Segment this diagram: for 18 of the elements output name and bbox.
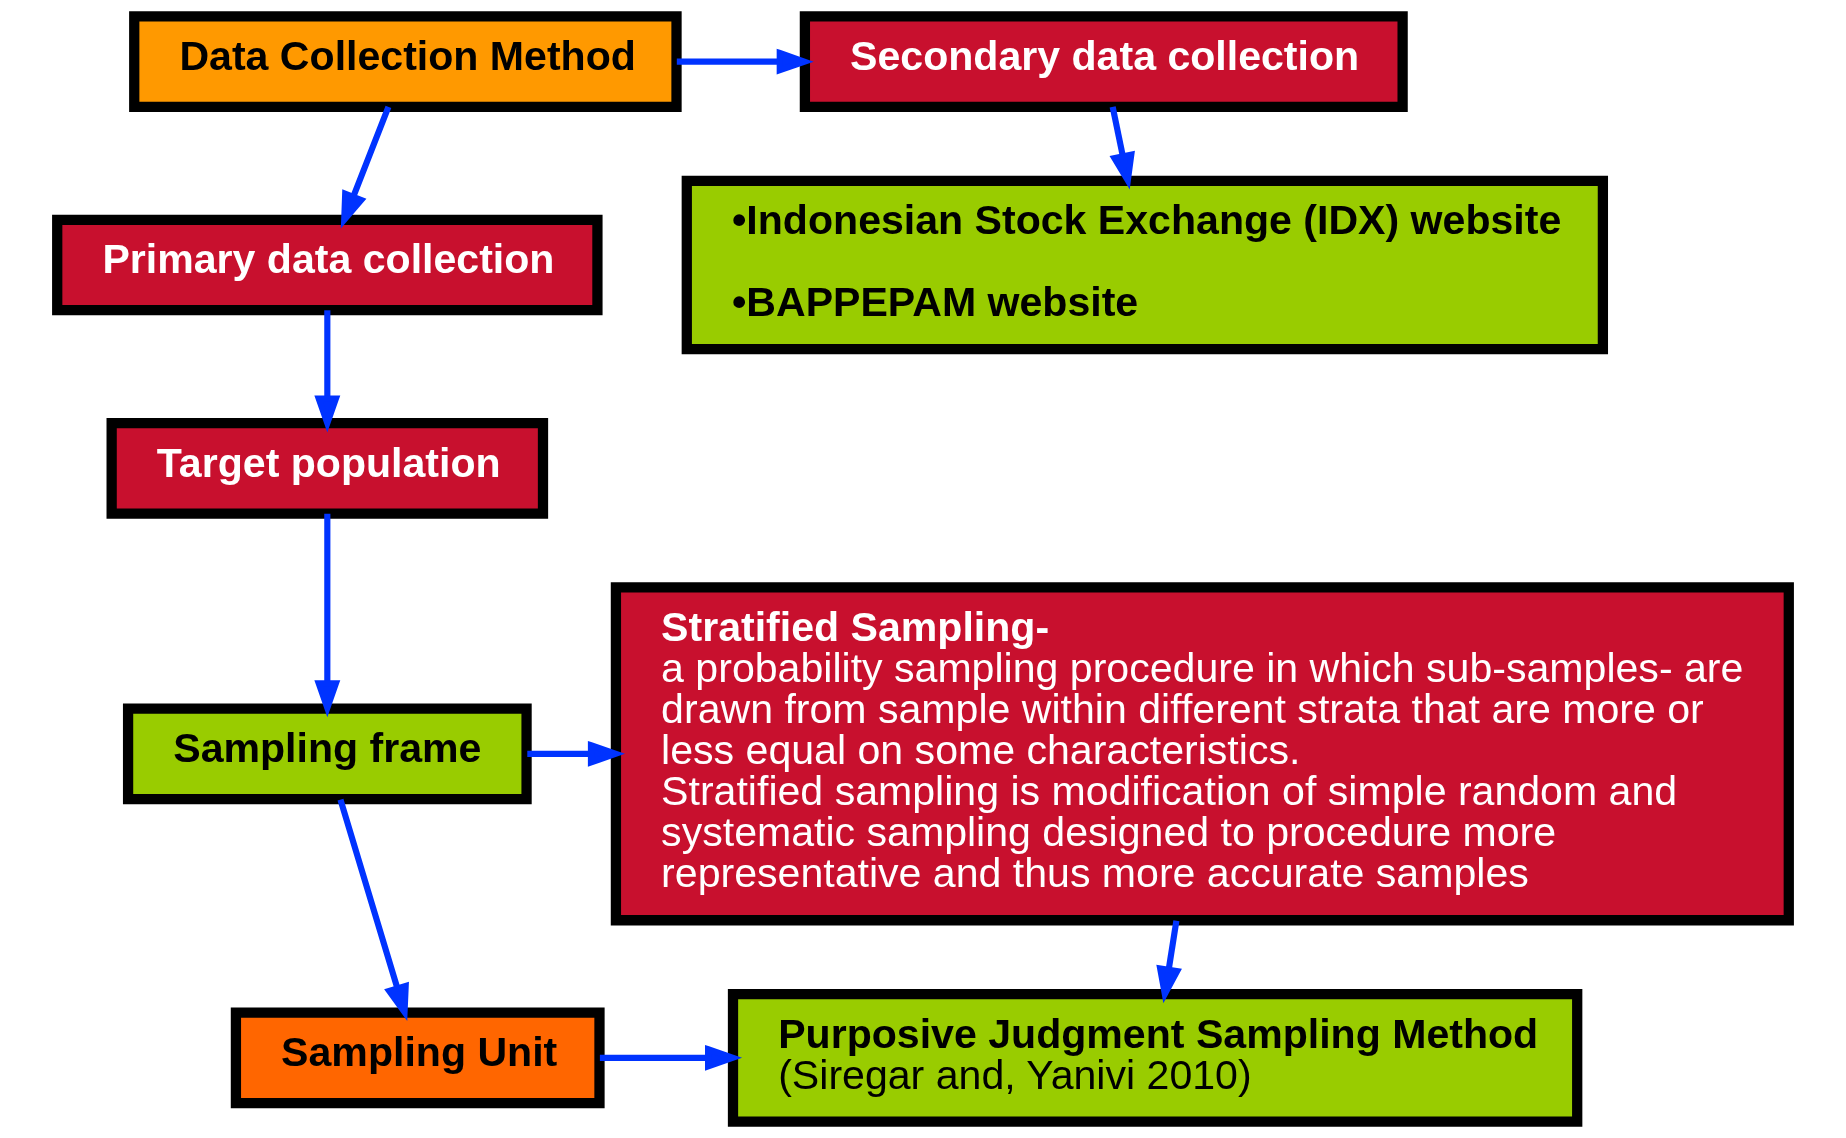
arrow — [314, 310, 341, 433]
node-box: Data Collection Method — [129, 11, 682, 112]
node-box: Target population — [106, 418, 549, 519]
arrow — [1156, 920, 1182, 1004]
node-box: Secondary data collection — [799, 11, 1408, 112]
arrow — [1109, 106, 1135, 190]
node-box: Sampling Unit — [230, 1007, 605, 1109]
arrow — [314, 513, 341, 718]
node-box: Primary data collection — [52, 214, 603, 316]
arrow — [599, 1044, 743, 1071]
node-box: •Indonesian Stock Exchange (IDX) website •BAPPEPAM website — [681, 175, 1609, 355]
arrow — [340, 105, 392, 229]
node-box: Purposive Judgment Sampling Method (Siregar and, Yanivi 2010) — [727, 989, 1583, 1127]
arrow — [527, 740, 625, 767]
node-box: Stratified Sampling- a probability sampling procedure in which sub-samples- are drawn from sample within different strata that are more or less equal on some characteristics. Stratified sampling is modification of simple random and systematic sampling designed to procedure more representative and thus more accurate samples — [610, 582, 1794, 926]
node-box: Sampling frame — [122, 703, 532, 805]
arrow — [337, 798, 409, 1022]
arrow — [676, 48, 814, 75]
